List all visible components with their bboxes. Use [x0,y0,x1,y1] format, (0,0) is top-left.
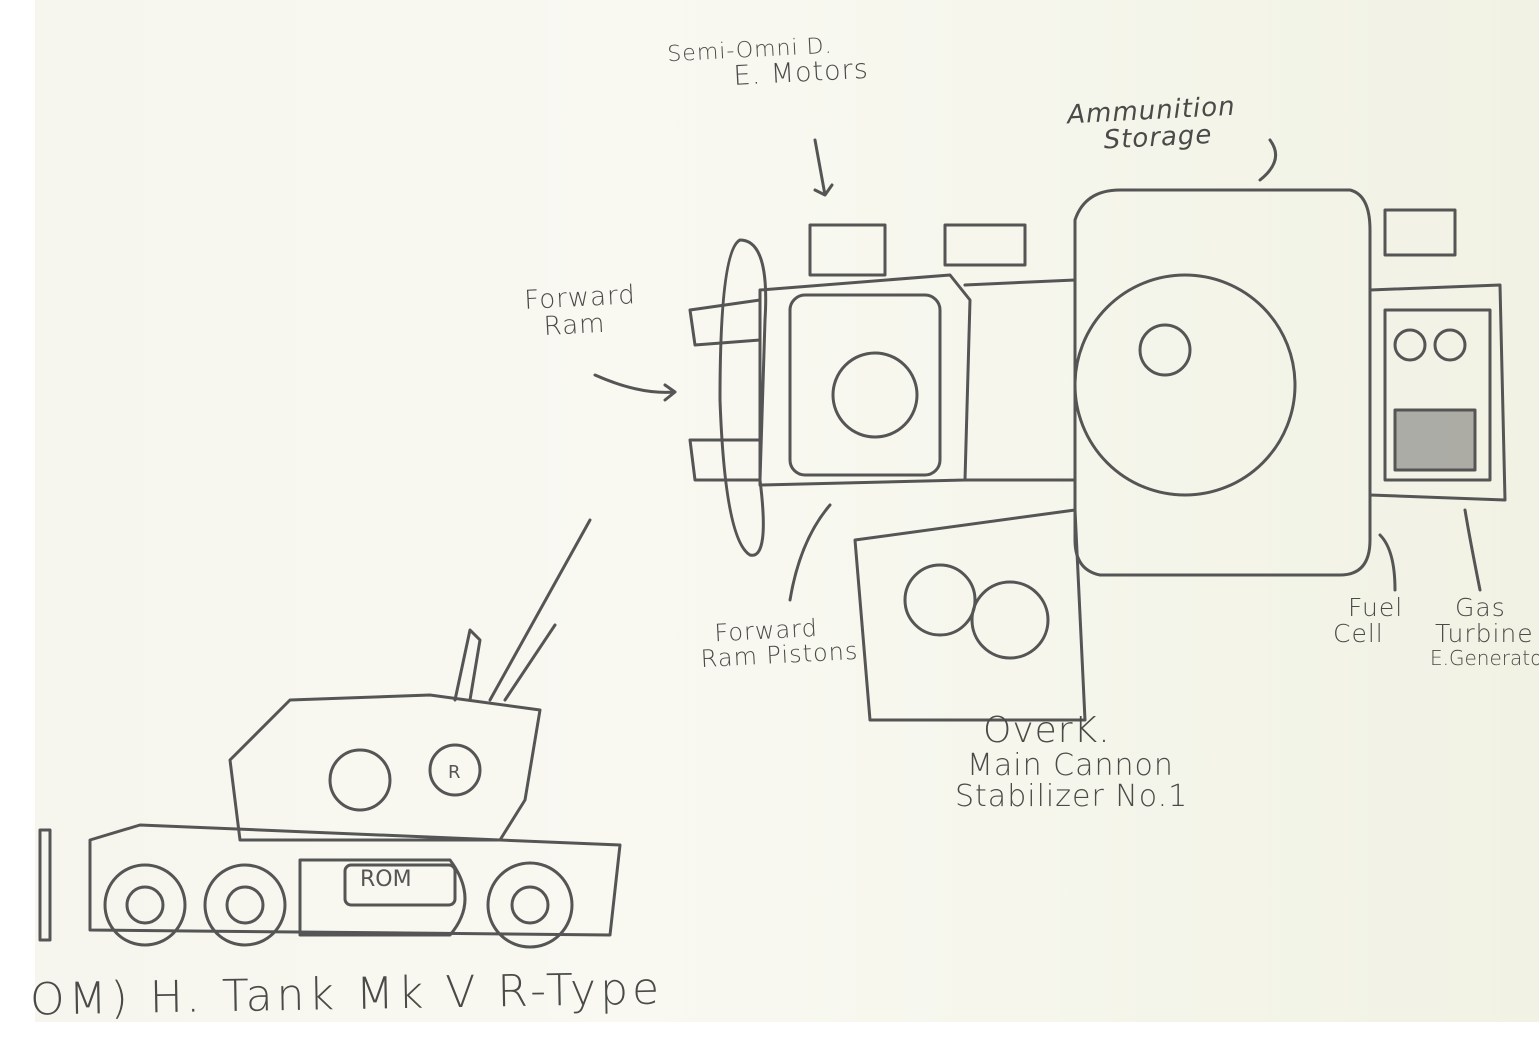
label-line: Stabilizer No.1 [955,779,1189,815]
label-ammo: Ammunition Storage [1067,92,1238,157]
side-badge-text: R [448,762,461,783]
label-cannon: OverK. Main Cannon Stabilizer No.1 [955,712,1188,813]
label-fuel: Fuel Cell [1333,593,1404,649]
label-line: E.Generator [1430,645,1539,670]
label-motors: Semi-Omni D. E. Motors [667,33,870,95]
label-line: Turbine [1435,619,1534,649]
label-line: Gas [1455,593,1506,622]
label-turbine: Gas Turbine E.Generator [1430,593,1539,670]
sketch-paper [35,0,1539,1022]
label-line: OverK. [983,710,1111,751]
label-line: Fuel [1348,593,1404,622]
label-pistons: Forward Ram Pistons [699,614,859,673]
label-ram: Forward Ram [524,280,638,342]
top-view-tank [688,188,1507,722]
side-plate-text: ROM [360,867,412,892]
label-line: Cell [1333,619,1384,649]
label-line: Main Cannon [967,747,1174,783]
side-view-tank [38,518,622,949]
